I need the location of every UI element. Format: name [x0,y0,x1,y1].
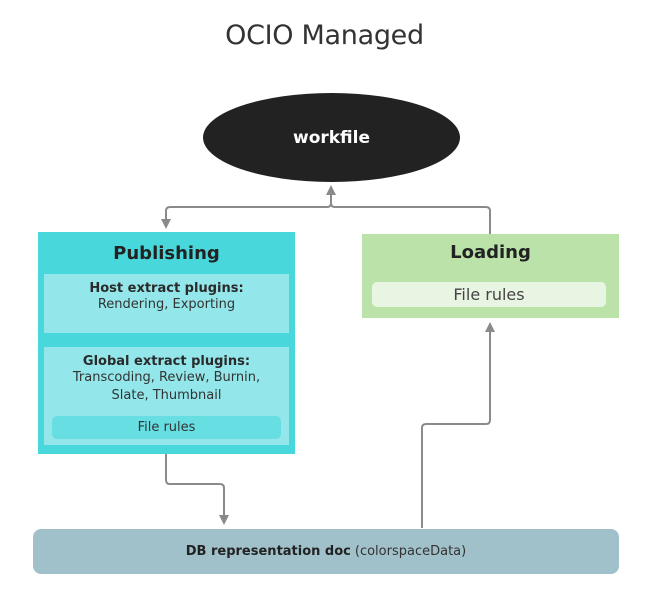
publishing-title: Publishing [113,243,220,264]
edge-db-to-loading [421,322,495,528]
host-extract-heading: Host extract plugins: [89,281,244,296]
db-label-bold: DB representation doc [185,544,351,559]
global-extract-line2: Slate, Thumbnail [111,388,222,403]
db-label-normal: (colorspaceData) [354,544,467,559]
publishing-file-rules[interactable]: File rules [52,416,281,439]
global-extract-heading: Global extract plugins: [82,354,251,369]
workfile-node[interactable]: workfile [203,93,460,182]
edge-publishing-to-db [165,440,229,525]
loading-node[interactable]: Loading File rules [362,234,619,318]
edge-loading-to-workfile [326,185,491,234]
global-extract-line1: Transcoding, Review, Burnin, [72,370,261,385]
loading-title: Loading [450,242,531,263]
host-extract-panel: Host extract plugins: Rendering, Exporti… [44,274,289,333]
global-extract-panel: Global extract plugins: Transcoding, Rev… [44,347,289,445]
db-representation-node[interactable]: DB representation doc (colorspaceData) [33,529,619,574]
workfile-label: workfile [292,127,371,148]
publishing-node[interactable]: Publishing Host extract plugins: Renderi… [38,232,295,454]
diagram-title: OCIO Managed [225,20,424,51]
loading-file-rules[interactable]: File rules [372,282,606,307]
edge-workfile-to-publishing [161,193,332,229]
host-extract-text: Rendering, Exporting [97,297,236,312]
